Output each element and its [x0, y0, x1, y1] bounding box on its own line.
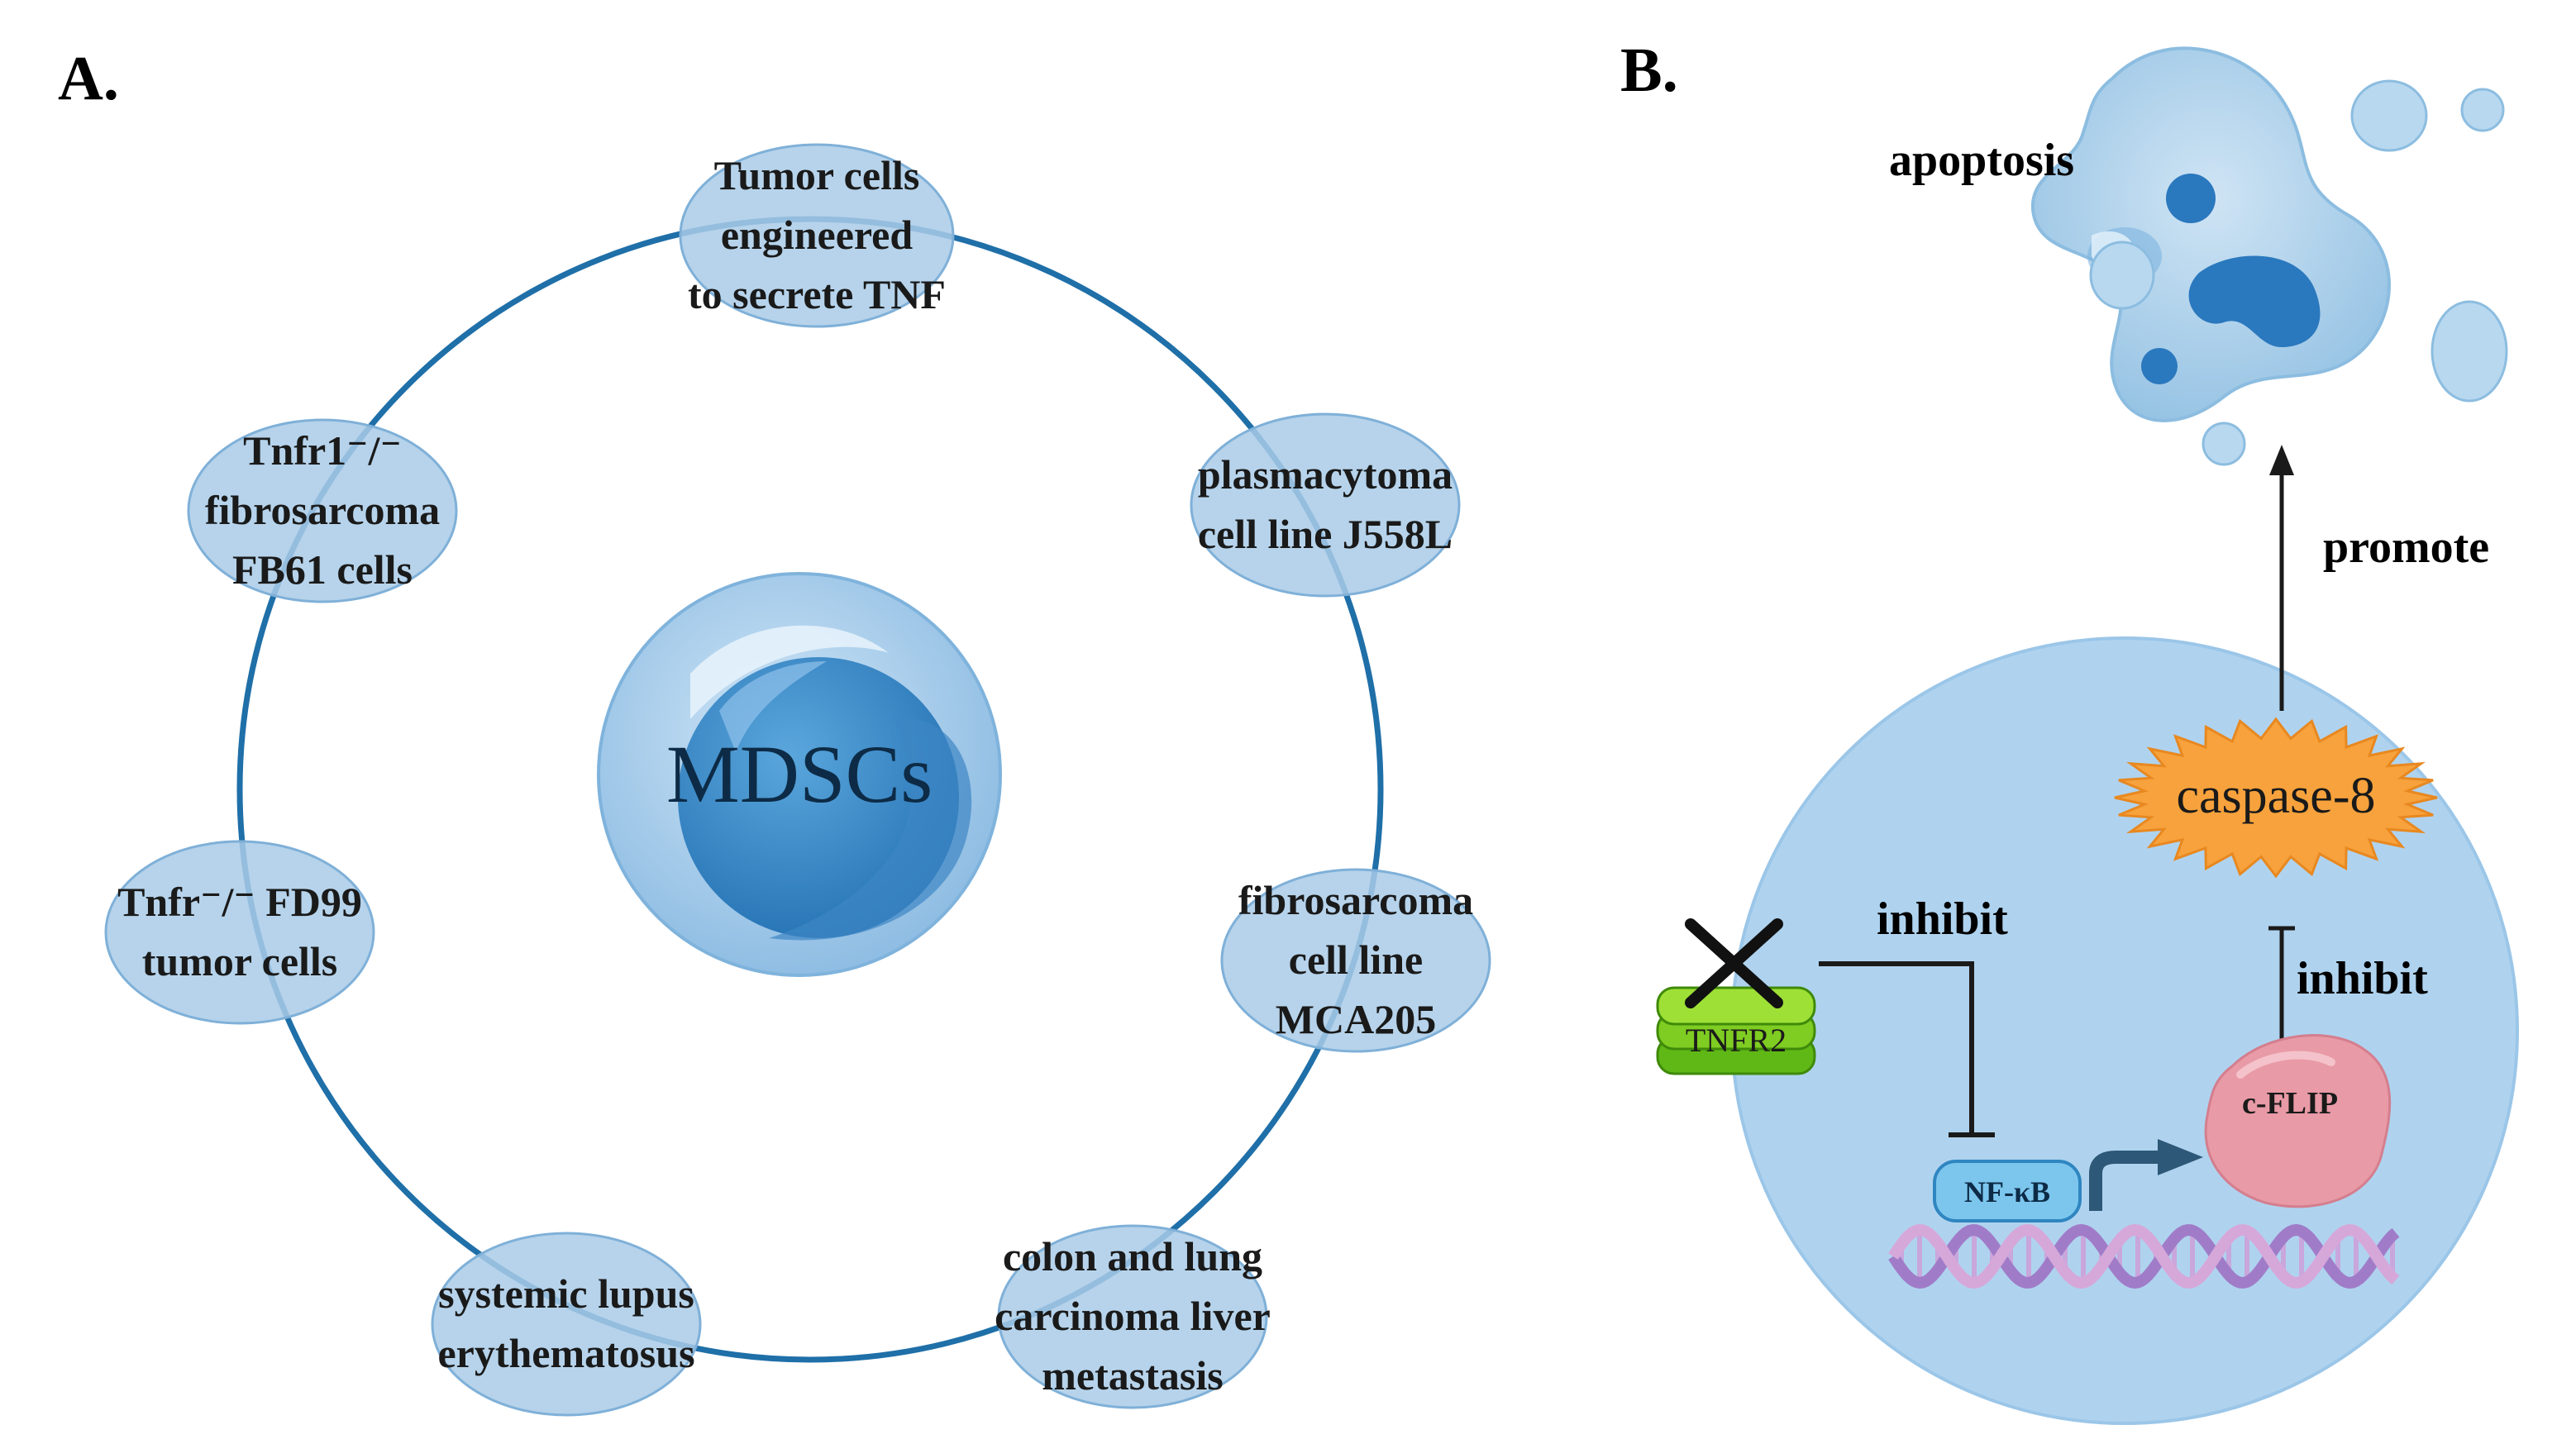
- panel-a-label: A.: [58, 44, 119, 113]
- promote-arrowhead: [2269, 445, 2294, 475]
- source-ellipse: [679, 143, 955, 328]
- inhibit-right-label: inhibit: [2297, 953, 2428, 1004]
- source-ellipse-label: MCA205: [1276, 996, 1436, 1042]
- source-ellipse: [1220, 868, 1491, 1053]
- source-ellipse-label: engineered: [721, 212, 914, 258]
- transcription-arrowhead: [2158, 1139, 2203, 1175]
- source-ellipse-label: cell line J558L: [1198, 511, 1453, 557]
- apoptosis-label: apoptosis: [1889, 135, 2074, 186]
- source-ellipse: [104, 840, 375, 1025]
- inhibit-nfkb-line: [1819, 961, 1974, 1135]
- mdsc-cell: [597, 572, 1002, 977]
- dna-strand: [1888, 1223, 2400, 1289]
- inhibit-top-label: inhibit: [1877, 894, 2008, 945]
- caspase-8-label: caspase-8: [2177, 768, 2376, 824]
- source-ellipse: [431, 1232, 702, 1417]
- cell-body: [1730, 636, 2519, 1425]
- source-ellipse-label: erythematosus: [437, 1330, 694, 1376]
- source-ellipse-label: Tnfr1⁻/⁻: [243, 427, 402, 474]
- nfkb-box: [1933, 1160, 2082, 1222]
- cflip-label: c-FLIP: [2242, 1086, 2338, 1121]
- source-ellipse-label: carcinoma liver: [995, 1293, 1271, 1339]
- source-ellipse-label: colon and lung: [1003, 1233, 1262, 1280]
- center-label: MDSCs: [666, 728, 933, 820]
- source-ellipse: [997, 1224, 1268, 1409]
- promote-label: promote: [2323, 522, 2489, 573]
- source-ellipse-label: to secrete TNF: [688, 271, 946, 317]
- source-ellipse-label: systemic lupus: [438, 1270, 694, 1317]
- dna-strand: [1888, 1223, 2400, 1289]
- cross-mark-b: [1685, 918, 1783, 1008]
- source-ellipse-label: fibrosarcoma: [205, 487, 440, 533]
- source-ellipse-label: plasmacytoma: [1198, 451, 1453, 498]
- source-ellipse-label: fibrosarcoma: [1238, 877, 1473, 923]
- ellipse-layer: Tumor cells engineered to secrete TNF plasm…: [104, 143, 1491, 1417]
- apoptotic-cell: [2030, 46, 2508, 466]
- dna-helix: [1888, 1223, 2400, 1289]
- source-ellipse-label: metastasis: [1042, 1352, 1223, 1399]
- source-ellipse: [187, 418, 458, 603]
- source-ellipse: [1190, 412, 1461, 598]
- transcription-arrow: [2089, 1151, 2158, 1211]
- tnfr2-label: TNFR2: [1686, 1022, 1787, 1059]
- source-ellipse-label: tumor cells: [142, 938, 338, 984]
- cflip-protein: [2204, 1034, 2392, 1208]
- source-ellipse-label: FB61 cells: [232, 546, 413, 593]
- source-ellipse-label: cell line: [1289, 936, 1423, 983]
- source-ellipse-label: Tumor cells: [714, 152, 920, 198]
- panel-b-label: B.: [1620, 36, 1678, 105]
- source-ellipse-label: Tnfr⁻/⁻ FD99: [117, 879, 362, 925]
- caspase-8-star: [2114, 717, 2438, 879]
- nfkb-label: NF-κB: [1964, 1175, 2050, 1208]
